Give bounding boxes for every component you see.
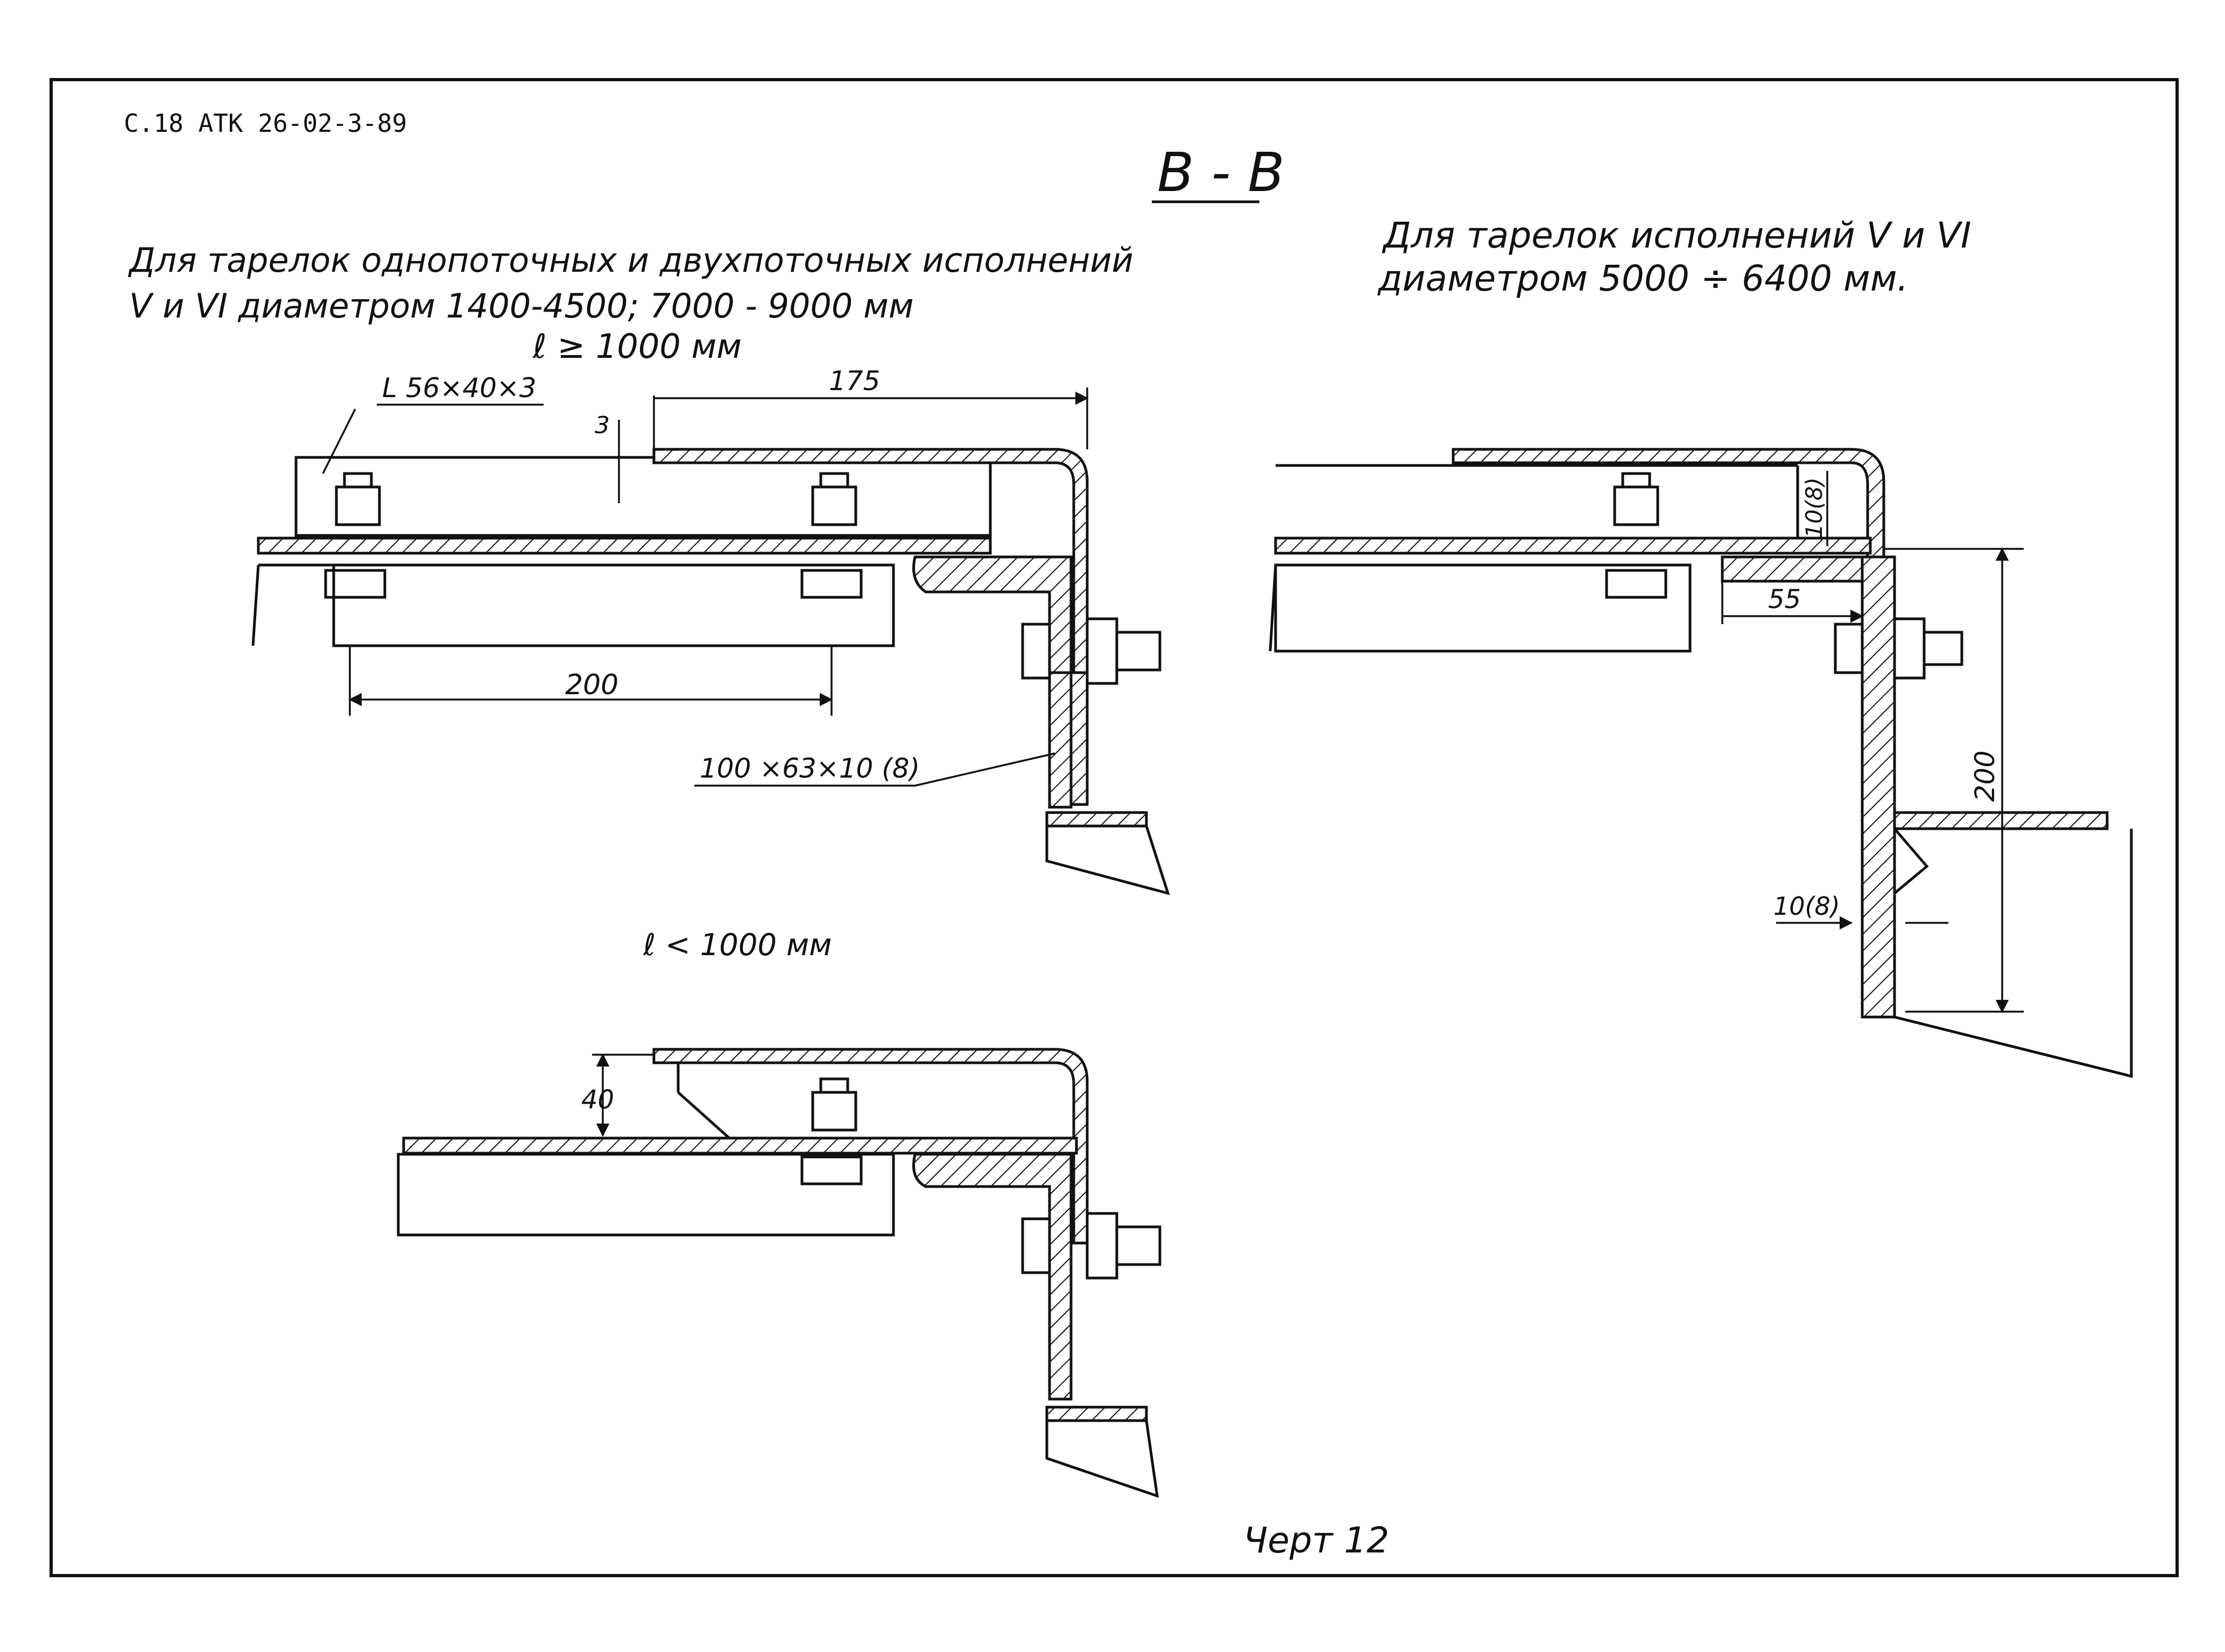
section-title: В - В <box>1157 141 1285 204</box>
lower-ring <box>1045 1406 1148 1422</box>
sheet-code: C.18 АТК 26-02-3-89 <box>124 109 407 138</box>
dim-175: 175 <box>829 365 880 397</box>
right-heading-line2: диаметром 5000 ÷ 6400 мм. <box>1377 258 1909 299</box>
lower-beam <box>397 1153 895 1237</box>
lower-bolt <box>800 1077 863 1185</box>
left-bolt-1 <box>324 472 386 599</box>
dim-200-right: 200 <box>1969 751 2001 802</box>
right-cover-plate <box>1452 448 1885 623</box>
right-ring <box>1893 811 2109 830</box>
angle-label: L 56×40×3 <box>382 372 537 404</box>
left-heading-line1: Для тарелок однопоточных и двухпоточных … <box>128 241 1133 280</box>
dim-55: 55 <box>1768 584 1801 615</box>
lower-view-assembly: 40 <box>397 1048 1161 1498</box>
sheet-frame <box>50 78 2179 1577</box>
left-view-assembly: 175 3 200 L 56×40×3 100 ×63×10 (8) <box>251 365 1170 895</box>
right-deck-plate <box>1274 536 1872 555</box>
left-heading-line2: V и VI диаметром 1400-4500; 7000 - 9000 … <box>129 286 914 326</box>
lower-side-bolt <box>1021 1212 1161 1280</box>
left-panel-outline <box>294 456 992 537</box>
right-heading-line1: Для тарелок исполнений V и VI <box>1382 215 1971 256</box>
lower-deck-plate <box>402 1136 1078 1155</box>
left-lower-ring <box>1045 811 1148 828</box>
lower-support-angle <box>912 1153 1073 1401</box>
profile-label: 100 ×63×10 (8) <box>700 753 920 784</box>
dim-10-8-top: 10(8) <box>1801 477 1827 538</box>
left-deck-plate <box>257 536 992 555</box>
dim-200-left: 200 <box>565 669 618 701</box>
left-side-bolt <box>1021 617 1161 685</box>
right-bolt <box>1605 472 1667 599</box>
lower-heading: ℓ < 1000 мм <box>643 928 832 963</box>
right-view-assembly: 10(8) 55 200 10(8) <box>1269 448 2133 1078</box>
dim-10-8-side: 10(8) <box>1773 892 1840 921</box>
dim-40: 40 <box>581 1085 614 1115</box>
right-side-bolt <box>1834 617 1963 680</box>
left-shell-wall <box>1050 671 1089 806</box>
left-heading-line3: ℓ ≥ 1000 мм <box>532 327 742 366</box>
left-lower-beam <box>332 563 895 647</box>
left-support-angle <box>912 555 1073 809</box>
dim-3: 3 <box>595 412 610 439</box>
right-shell-wall <box>1861 555 1896 1019</box>
right-lower-beam <box>1274 563 1692 653</box>
figure-caption: Черт 12 <box>1243 1520 1389 1561</box>
left-bolt-2 <box>800 472 863 599</box>
right-support-bar <box>1721 555 1869 583</box>
